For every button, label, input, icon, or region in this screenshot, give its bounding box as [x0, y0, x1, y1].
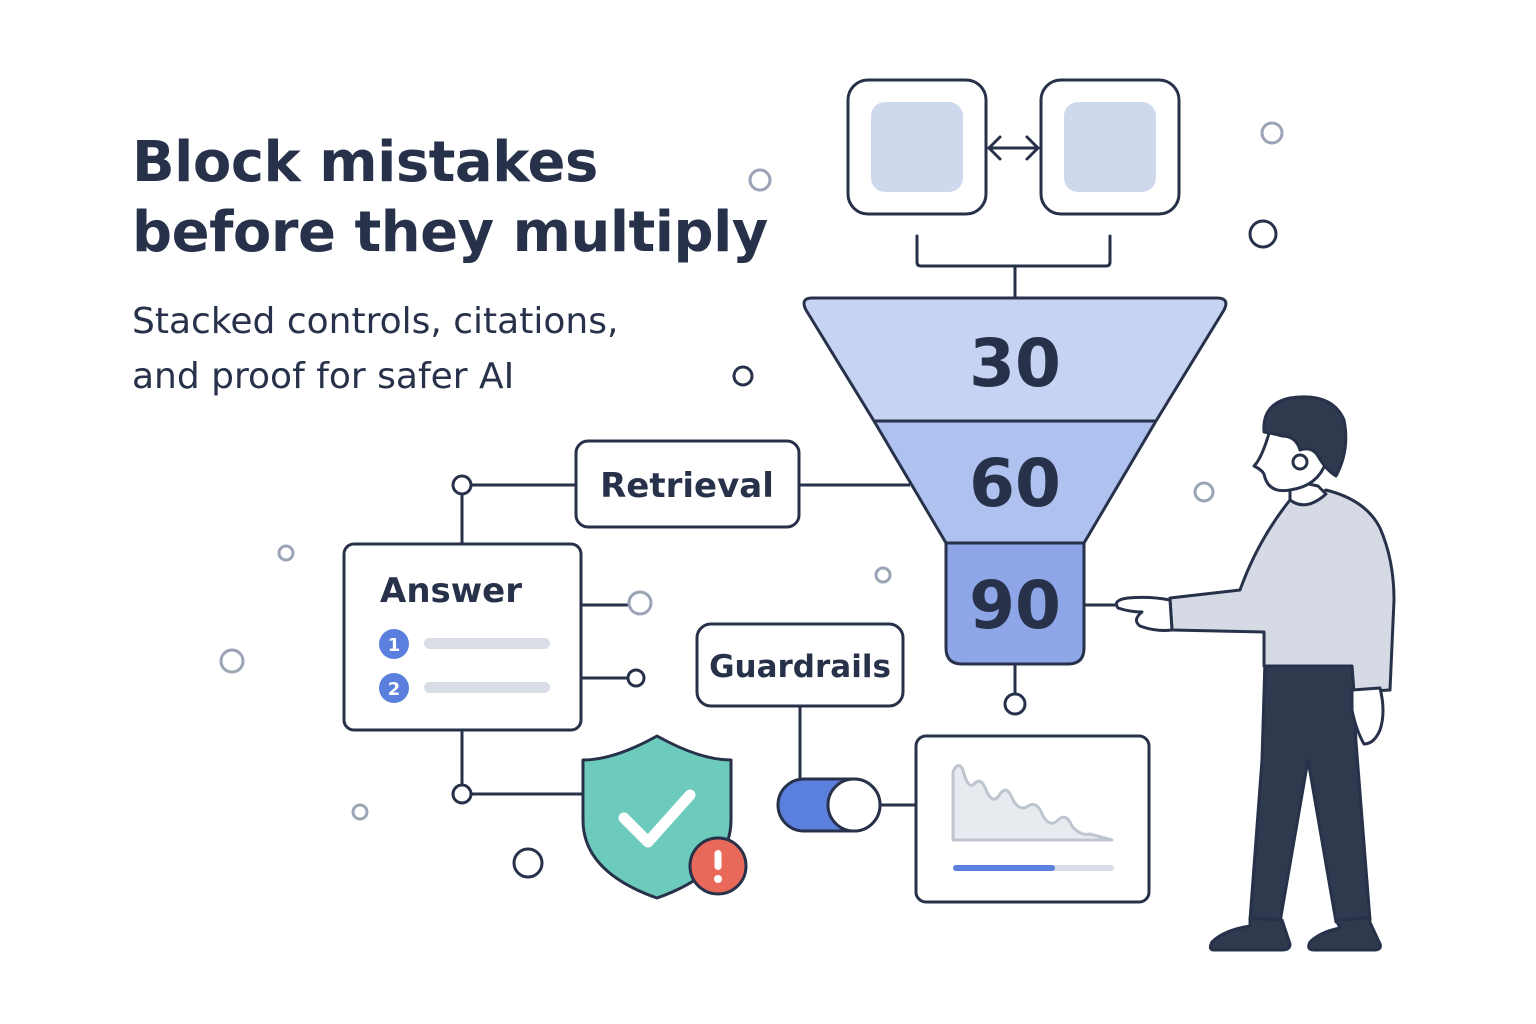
- funnel: 30 60 90: [802, 296, 1228, 666]
- answer-label: Answer: [380, 571, 522, 611]
- decor-dot: [1248, 219, 1278, 249]
- citation-number-2: 2: [388, 679, 401, 700]
- compare-boxes: [846, 78, 1181, 300]
- decor-dot: [1193, 481, 1215, 503]
- double-arrow-icon: [987, 135, 1040, 161]
- toggle-knob: [826, 777, 882, 833]
- decor-dot: [748, 168, 772, 192]
- person-shoe-right: [1307, 916, 1382, 952]
- chart-area: [951, 764, 1114, 842]
- person-figure: [1114, 395, 1396, 952]
- headline-line-2: before they multiply: [132, 200, 768, 265]
- decor-dot: [219, 648, 245, 674]
- decor-dot: [1260, 121, 1284, 145]
- connector-node: [627, 590, 653, 616]
- funnel-stage-3-value: 90: [969, 567, 1061, 644]
- citation-line-2: [424, 682, 550, 693]
- compare-box-right-inner: [1064, 102, 1156, 192]
- retrieval-node: Retrieval: [574, 439, 801, 529]
- person-shirt: [1168, 488, 1396, 694]
- person-hand-pointing: [1114, 595, 1174, 632]
- guardrails-node: Guardrails: [695, 622, 905, 708]
- guardrails-box: [695, 622, 905, 708]
- guardrails-label: Guardrails: [709, 649, 891, 685]
- subtitle: Stacked controls, citations, and proof f…: [132, 294, 618, 404]
- decor-dot: [277, 544, 295, 562]
- citation-badge-2: [379, 673, 409, 703]
- check-mark-icon: [618, 789, 696, 848]
- funnel-stage-1-value: 30: [969, 325, 1061, 402]
- compare-box-left-inner: [871, 102, 963, 192]
- citation-line-1: [424, 638, 550, 649]
- chart-progress-fill: [953, 865, 1055, 871]
- decor-dot: [732, 365, 754, 387]
- funnel-stage-2-value: 60: [969, 445, 1061, 522]
- retrieval-label: Retrieval: [600, 466, 774, 506]
- connector-node: [1003, 692, 1027, 716]
- person-hand-resting: [1350, 686, 1385, 746]
- connector-node: [451, 474, 473, 496]
- headline-line-1: Block mistakes: [132, 130, 598, 195]
- subtitle-line-1: Stacked controls, citations,: [132, 301, 619, 342]
- answer-card: Answer 1 2: [342, 542, 583, 732]
- compare-bracket-connector: [915, 234, 1112, 300]
- exclamation-icon: [688, 836, 748, 896]
- area-chart-icon: [914, 734, 1151, 904]
- decor-dot: [351, 803, 369, 821]
- decor-dot: [512, 847, 544, 879]
- citation-number-1: 1: [388, 635, 401, 656]
- toggle-switch-icon: [776, 777, 882, 833]
- subtitle-line-2: and proof for safer AI: [132, 356, 515, 397]
- funnel-stage-3: [944, 541, 1086, 666]
- headline: Block mistakes before they multiply: [132, 128, 768, 268]
- decorative-dots: [219, 121, 1284, 879]
- connector-lines: [451, 474, 1115, 807]
- connector-node: [626, 668, 646, 688]
- retrieval-box: [574, 439, 801, 529]
- person-ear: [1291, 453, 1309, 471]
- connector-node: [451, 783, 473, 805]
- decor-dot: [874, 566, 892, 584]
- person-hair: [1262, 395, 1348, 478]
- citation-badge-1: [379, 629, 409, 659]
- person-shoe-left: [1208, 916, 1292, 952]
